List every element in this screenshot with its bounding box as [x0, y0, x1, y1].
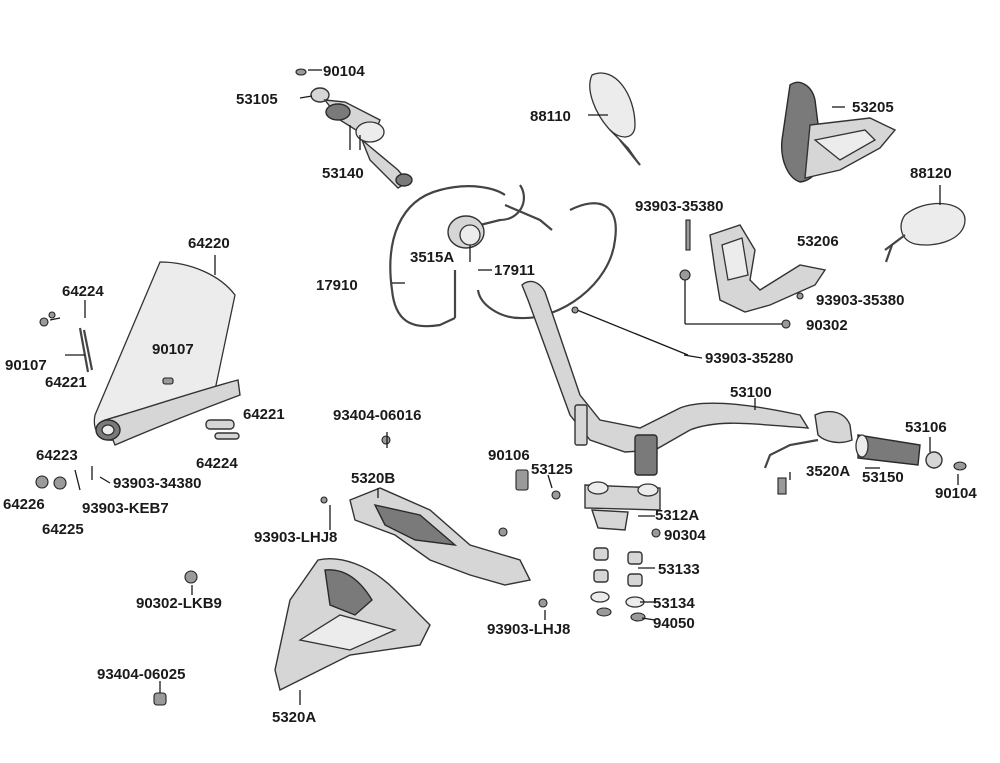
label-93903-LHJ8-a: 93903-LHJ8 [254, 529, 337, 546]
label-64224-a: 64224 [62, 283, 104, 300]
part-labels: 90104 53105 53140 88110 53205 88120 9390… [3, 63, 977, 726]
label-93404-06025: 93404-06025 [97, 666, 185, 683]
label-93903-35380-a: 93903-35380 [635, 198, 723, 215]
label-53206: 53206 [797, 233, 839, 250]
label-53133: 53133 [658, 561, 700, 578]
label-17910: 17910 [316, 277, 358, 294]
loose-bolts [153, 570, 198, 706]
label-90302-LKB9: 90302-LKB9 [136, 595, 222, 612]
label-64221-b: 64221 [243, 406, 285, 423]
label-64223: 64223 [36, 447, 78, 464]
windshield-bolts [35, 311, 240, 491]
rear-cover-part [781, 81, 897, 183]
label-3520A: 3520A [806, 463, 850, 480]
label-5320A: 5320A [272, 709, 316, 726]
label-93903-LHJ8-b: 93903-LHJ8 [487, 621, 570, 638]
label-53125: 53125 [531, 461, 573, 478]
label-64224-b: 64224 [196, 455, 238, 472]
label-53134: 53134 [653, 595, 695, 612]
inner-panel-part [320, 435, 548, 608]
label-53140: 53140 [322, 165, 364, 182]
label-64220: 64220 [188, 235, 230, 252]
label-5320B: 5320B [351, 470, 395, 487]
label-88110: 88110 [530, 108, 571, 125]
label-90104-top: 90104 [323, 63, 365, 80]
label-93903-35280: 93903-35280 [705, 350, 793, 367]
throttle-cables [389, 184, 617, 328]
label-53150: 53150 [862, 469, 904, 486]
label-53205: 53205 [852, 99, 894, 116]
front-cover-part [274, 558, 431, 692]
label-3515A: 3515A [410, 249, 454, 266]
clamp-part [515, 469, 661, 622]
label-88120: 88120 [910, 165, 952, 182]
bracket-part [679, 219, 827, 329]
label-93903-34380: 93903-34380 [113, 475, 201, 492]
label-90104-bottom: 90104 [935, 485, 977, 502]
label-93903-35380-b: 93903-35380 [816, 292, 904, 309]
label-53100: 53100 [730, 384, 772, 401]
label-64226: 64226 [3, 496, 45, 513]
label-53106: 53106 [905, 419, 947, 436]
label-93404-06016: 93404-06016 [333, 407, 421, 424]
label-93903-KEB7: 93903-KEB7 [82, 500, 169, 517]
mirror-right-part [884, 202, 966, 263]
right-grip-part [763, 410, 967, 495]
mirror-left-part [589, 72, 641, 166]
label-90106: 90106 [488, 447, 530, 464]
label-90302: 90302 [806, 317, 848, 334]
handlebar-part [521, 280, 810, 476]
label-94050: 94050 [653, 615, 695, 632]
label-64221-a: 64221 [45, 374, 87, 391]
windshield-part [93, 261, 241, 446]
label-90107-a: 90107 [5, 357, 47, 374]
throttle-grip-part [295, 68, 413, 189]
label-90304: 90304 [664, 527, 706, 544]
label-64225: 64225 [42, 521, 84, 538]
label-90107-b: 90107 [152, 341, 194, 358]
label-5312A: 5312A [655, 507, 699, 524]
leader-lines [65, 69, 959, 705]
label-17911: 17911 [494, 262, 535, 279]
label-53105: 53105 [236, 91, 278, 108]
